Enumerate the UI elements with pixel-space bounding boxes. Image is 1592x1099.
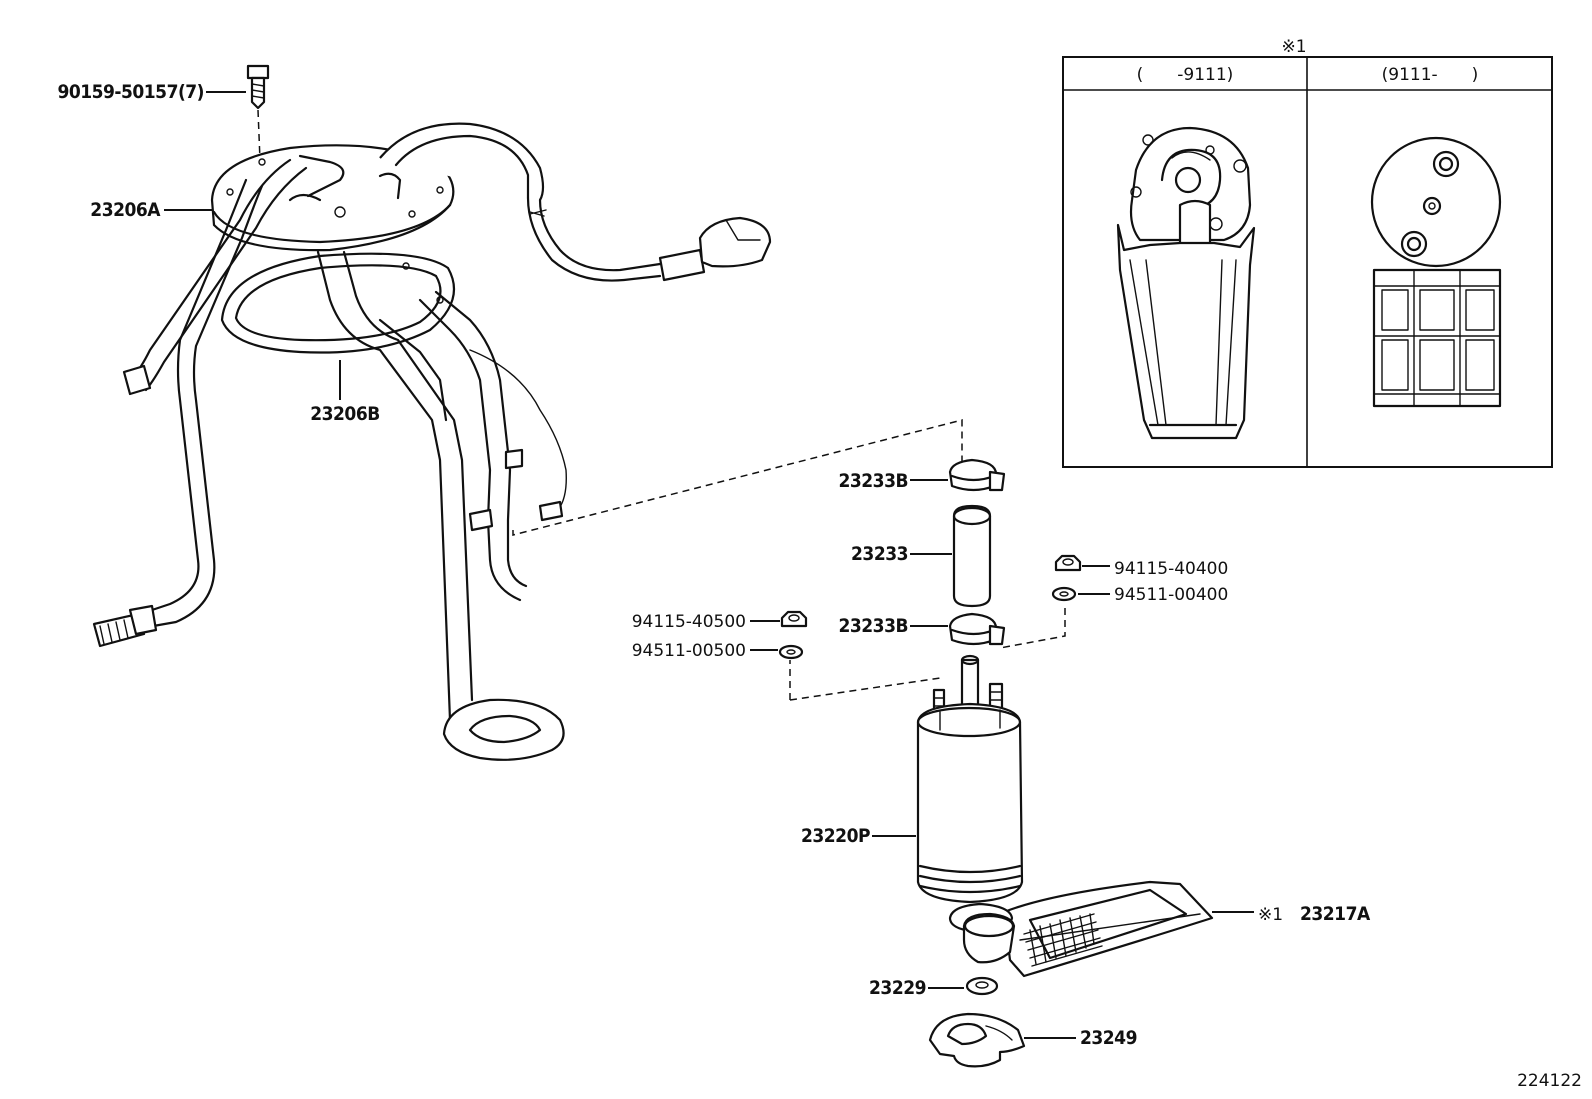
bolt-part: 90159-50157(7) [57, 64, 270, 161]
label-bolt: 90159-50157(7) [57, 81, 204, 103]
label-nut-right: 94115-40400 [1114, 559, 1228, 579]
hose-part: 23233 [851, 504, 992, 608]
inset-note-mark: ※1 [1281, 37, 1306, 57]
variant-inset: ※1 ( -9111) (9111- ) [1062, 37, 1553, 468]
label-cushion: 23229 [869, 977, 926, 999]
label-hose: 23233 [851, 543, 908, 565]
figure-id: 224122 [1517, 1071, 1582, 1091]
label-fuel-pump: 23220P [801, 825, 870, 847]
label-filter-mark: ※1 [1258, 905, 1283, 925]
label-pump-bracket: 23206A [90, 199, 161, 221]
retainer-part: 23249 [928, 1012, 1137, 1068]
label-retainer: 23249 [1080, 1027, 1137, 1049]
label-gasket: 23206B [310, 403, 380, 425]
filter-mesh [1023, 913, 1103, 967]
label-clamp-lower: 23233B [839, 615, 909, 637]
label-washer-left: 94511-00500 [632, 641, 746, 661]
label-clamp-upper: 23233B [839, 470, 909, 492]
fuel-pump-part: 23220P [801, 654, 1024, 904]
early-pump-bottom-drawing [1116, 126, 1256, 440]
upper-clamp-part: 23233B [839, 458, 1006, 492]
lower-clamp-part: 23233B [839, 612, 1006, 646]
left-nut-washer: 94115-40500 94511-00500 [632, 610, 808, 661]
label-filter: 23217A [1300, 903, 1371, 925]
label-washer-right: 94511-00400 [1114, 585, 1228, 605]
cushion-part: 23229 [869, 976, 999, 999]
inset-left-header: ( -9111) [1137, 65, 1234, 85]
pump-bracket-assembly: 23206A [90, 122, 772, 761]
inset-right-header: (9111- ) [1382, 65, 1479, 85]
filter-part: ※1 23217A [948, 880, 1371, 978]
late-pump-bottom-drawing [1370, 136, 1502, 408]
assembly-dashed-lines [512, 419, 1066, 701]
right-nut-washer: 94115-40400 94511-00400 [1051, 554, 1228, 605]
label-nut-left: 94115-40500 [632, 612, 746, 632]
